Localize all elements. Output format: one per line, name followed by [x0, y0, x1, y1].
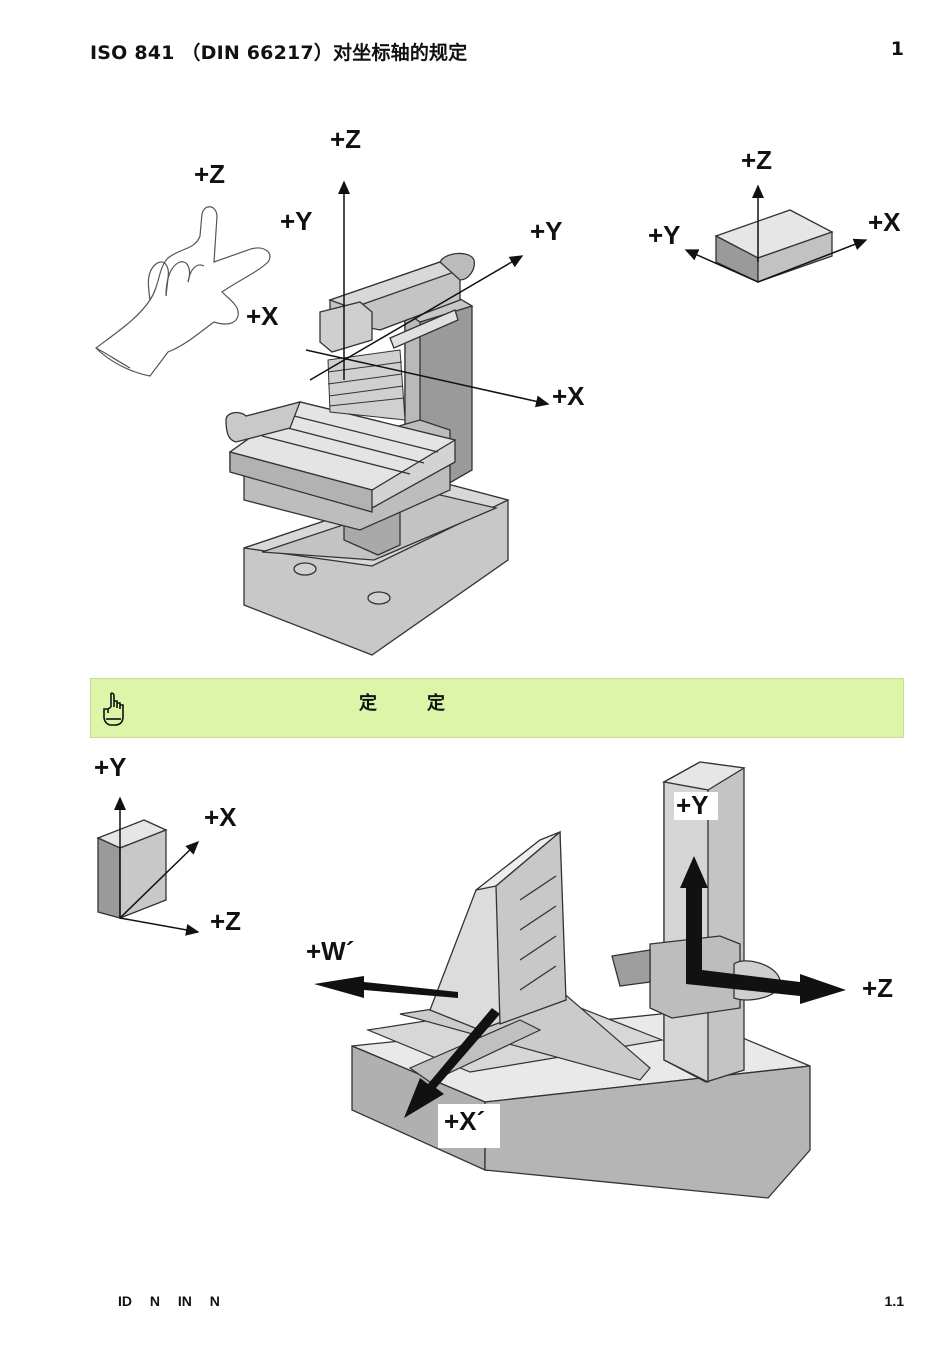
milling-machine-axes-figure: +Z +Y +X — [95, 124, 901, 656]
note-word-2: 定 — [427, 693, 445, 714]
small-x-label: +X — [204, 802, 237, 832]
page-number: 1 — [890, 38, 904, 60]
hand-y-label: +Y — [280, 206, 313, 236]
lathe-z-label: +Z — [862, 973, 893, 1003]
hand-x-label: +X — [246, 301, 279, 331]
x-label-patch — [438, 1104, 500, 1148]
page-title: ISO 841 （DIN 66217）对坐标轴的规定 — [90, 42, 468, 64]
small-axis-box — [96, 819, 168, 919]
pointing-hand-icon — [103, 692, 124, 726]
workpiece-z-label: +Z — [741, 145, 772, 175]
footer-section-number: 1.1 — [884, 1293, 904, 1309]
workpiece-box — [714, 209, 834, 284]
machine-y-label: +Y — [530, 216, 563, 246]
workpiece-x-label: +X — [868, 207, 901, 237]
small-y-label: +Y — [94, 752, 127, 782]
hand-z-label: +Z — [194, 159, 225, 189]
workpiece-axes — [684, 184, 868, 283]
small-axes — [114, 796, 200, 936]
lathe-w-label: +W´ — [306, 936, 354, 966]
lathe-x-label: +X´ — [444, 1106, 485, 1136]
lathe-axes — [314, 856, 846, 1118]
machine-x-label: +X — [552, 381, 585, 411]
workpiece-y-label: +Y — [648, 220, 681, 250]
footer-left-text: ID N IN N — [118, 1293, 220, 1309]
right-hand-rule-drawing — [95, 206, 271, 377]
machine-table — [225, 401, 457, 513]
note-box: 定 定 — [90, 678, 904, 738]
angle-plate — [429, 830, 567, 1031]
small-z-label: +Z — [210, 906, 241, 936]
lathe-y-label: +Y — [676, 790, 709, 820]
machine-z-label: +Z — [330, 124, 361, 154]
machine-axes — [305, 180, 550, 408]
note-word-1: 定 — [359, 693, 377, 714]
lathe-axes-figure: +Y +X +Z +Y +Z +W´ + — [94, 752, 893, 1199]
machine-bellows — [327, 349, 406, 421]
y-label-patch — [674, 792, 718, 820]
